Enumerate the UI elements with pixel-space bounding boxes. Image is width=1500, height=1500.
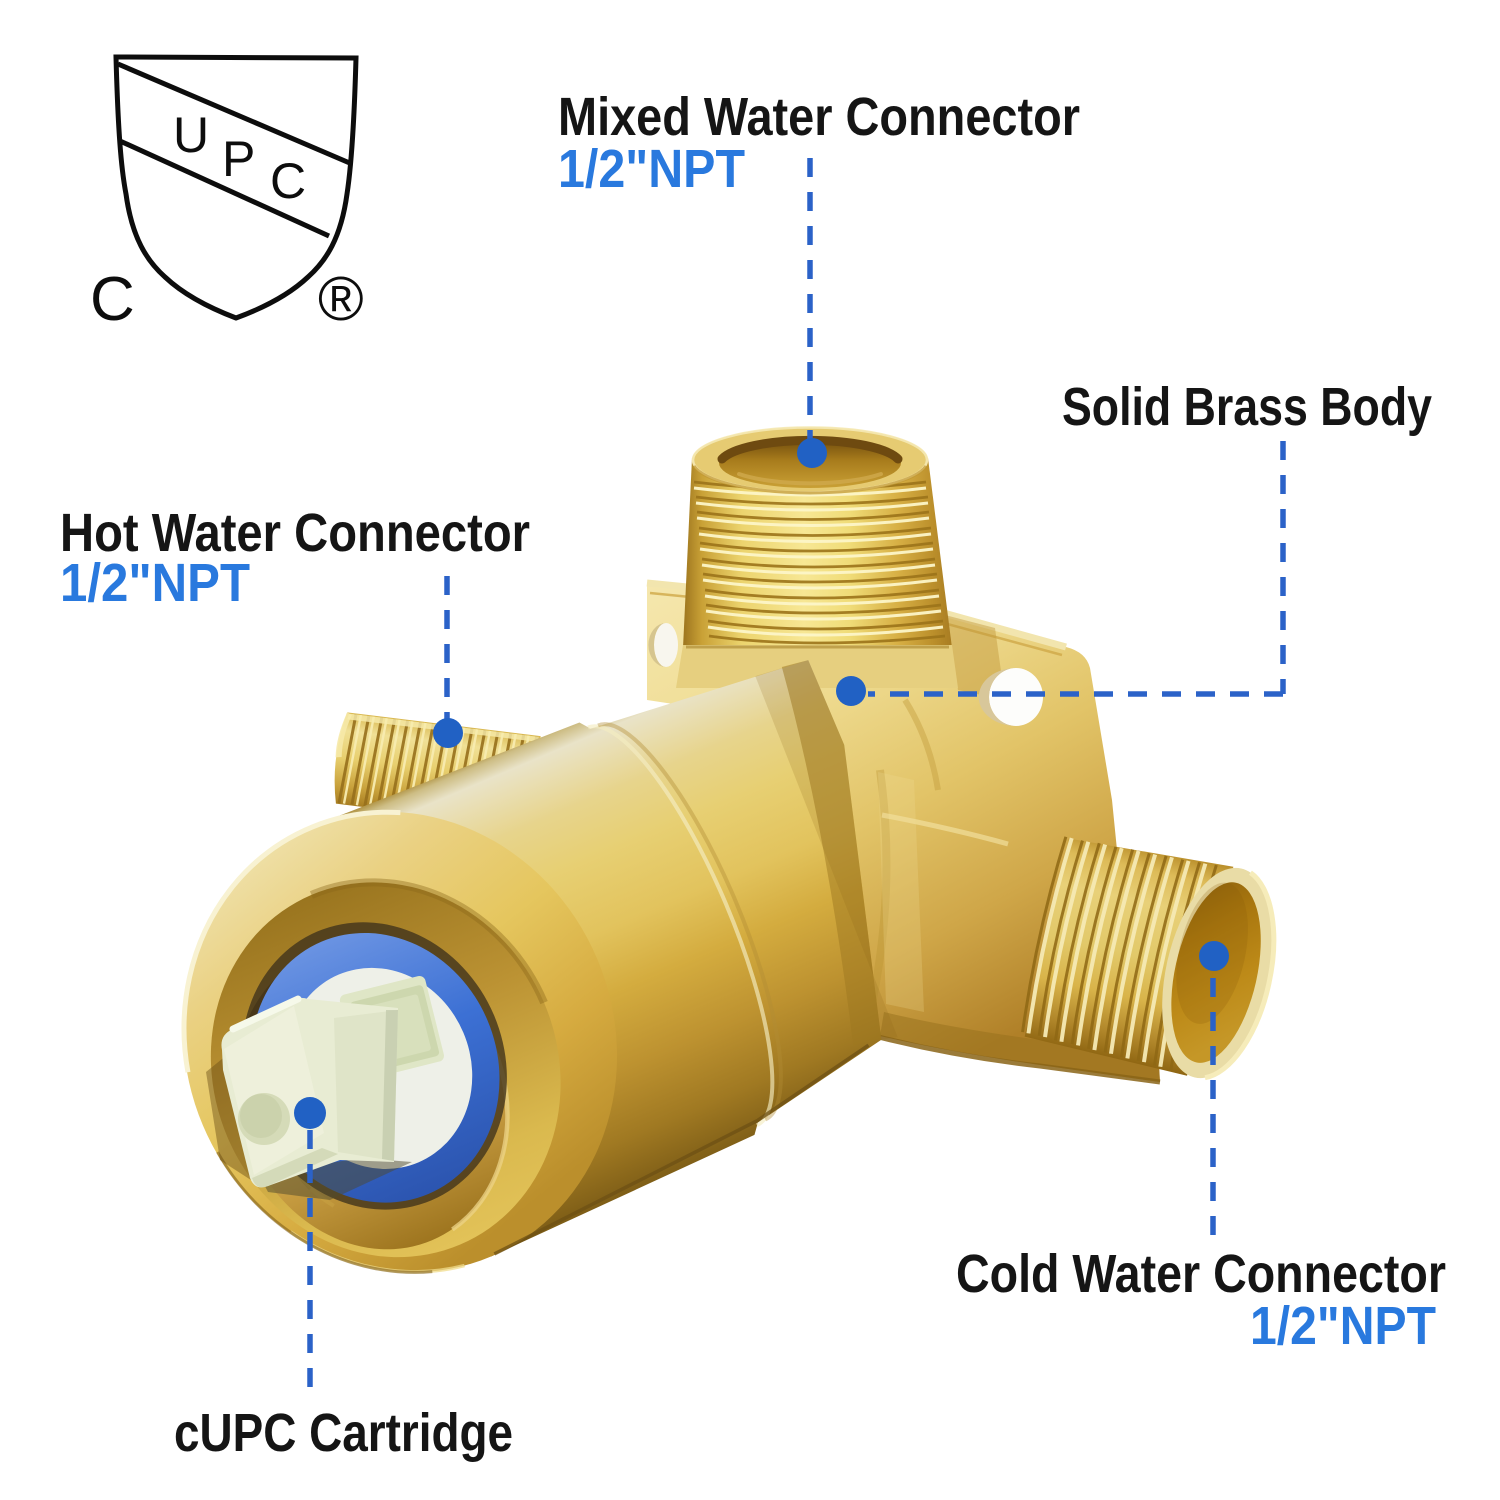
svg-text:Hot Water Connector: Hot Water Connector xyxy=(60,503,530,563)
svg-text:Cold Water Connector: Cold Water Connector xyxy=(956,1244,1446,1304)
svg-text:1/2"NPT: 1/2"NPT xyxy=(60,553,250,613)
svg-text:cUPC Cartridge: cUPC Cartridge xyxy=(174,1403,513,1463)
svg-text:C: C xyxy=(270,153,306,209)
svg-text:1/2"NPT: 1/2"NPT xyxy=(558,139,745,199)
svg-text:C: C xyxy=(90,265,135,334)
svg-text:U: U xyxy=(173,107,209,163)
svg-text:Mixed Water Connector: Mixed Water Connector xyxy=(558,87,1080,147)
svg-text:Solid Brass Body: Solid Brass Body xyxy=(1062,377,1432,437)
svg-text:1/2"NPT: 1/2"NPT xyxy=(1250,1296,1436,1356)
svg-text:®: ® xyxy=(318,265,364,334)
svg-text:P: P xyxy=(222,131,255,187)
